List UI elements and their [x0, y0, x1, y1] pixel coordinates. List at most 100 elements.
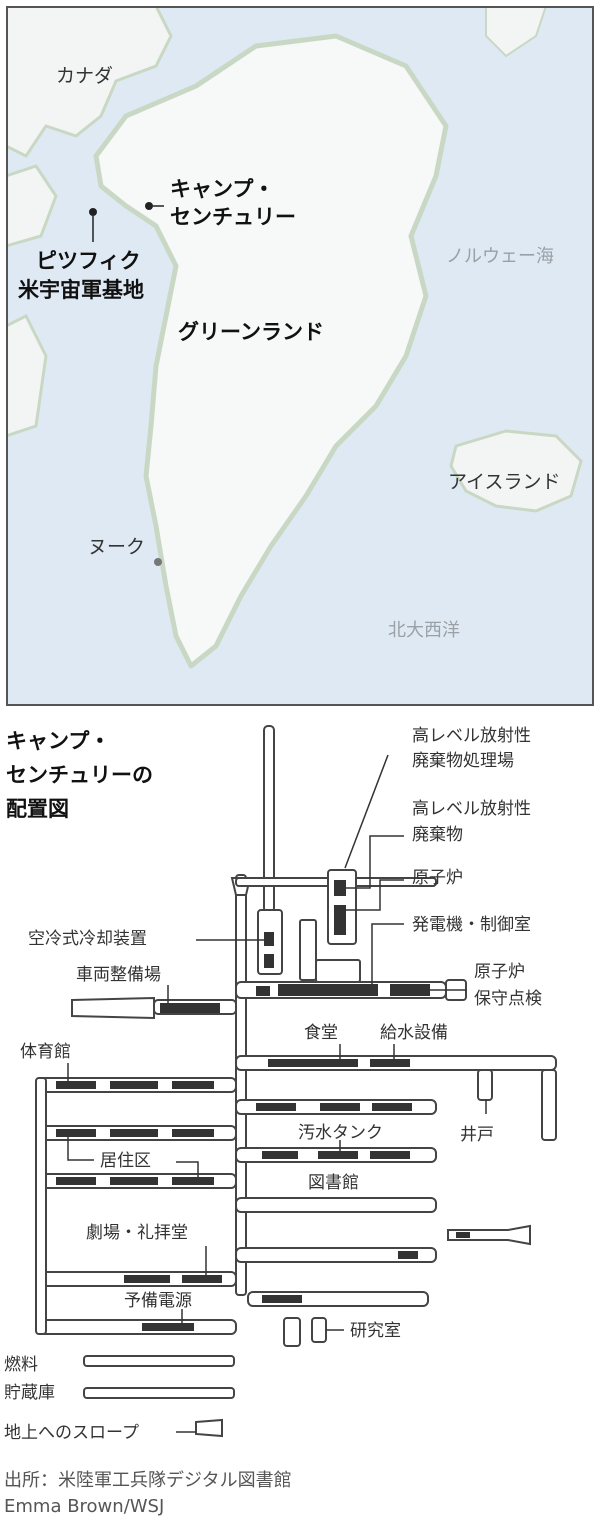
gym-unit-3 [172, 1081, 214, 1089]
living-quarters-unit-3 [172, 1129, 214, 1137]
living-quarters-unit-1 [56, 1129, 96, 1137]
corridor-6-unit [398, 1251, 418, 1259]
gym-unit-2 [110, 1081, 158, 1089]
sewage-tank-unit-1 [262, 1151, 298, 1159]
theater-chapel-unit-2 [182, 1275, 222, 1283]
baffin-coast [6, 313, 48, 438]
east-ramp-unit [456, 1232, 470, 1238]
hl-waste-unit [334, 880, 346, 896]
plan-title-line-2: センチュリーの [6, 763, 153, 787]
label-pituffik-2: 米宇宙軍基地 [18, 278, 144, 302]
corridor-6 [235, 1247, 437, 1263]
iceland-land [449, 429, 583, 513]
control-block [315, 959, 361, 983]
label-nuuk: ヌーク [88, 536, 145, 558]
leader-reactor [346, 879, 404, 911]
label-living-quarters: 居住区 [100, 1151, 151, 1171]
label-vehicle-maintenance: 車両整備場 [76, 965, 161, 985]
reactor-maintenance-unit [390, 984, 430, 996]
sewage-tank-unit-3 [370, 1151, 410, 1159]
label-hl-waste-1: 高レベル放射性 [412, 799, 531, 819]
source-note: 出所：米陸軍工兵隊デジタル図書館 [4, 1470, 292, 1491]
label-fuel-storage-1: 燃料 [4, 1355, 38, 1375]
label-iceland: アイスランド [448, 471, 560, 493]
label-reactor: 原子炉 [412, 868, 463, 888]
leader-living-quarters-2 [176, 1161, 199, 1177]
main-trunk-tunnel [235, 874, 247, 1296]
library-corridor [235, 1197, 437, 1213]
living-quarters-unit-5 [110, 1177, 158, 1185]
label-theater-chapel: 劇場・礼拝堂 [86, 1223, 188, 1243]
label-water-supply: 給水設備 [380, 1023, 448, 1043]
backup-power-corridor [39, 1319, 237, 1335]
greenland-land [93, 33, 449, 669]
label-backup-power: 予備電源 [124, 1291, 192, 1311]
canada-land [6, 6, 173, 158]
east-ramp [447, 1224, 531, 1246]
label-pituffik-1: ピツフィク [36, 249, 141, 273]
leader-lines [67, 754, 487, 1433]
vehicle-maintenance-unit [160, 1003, 220, 1013]
research-corridor-unit [262, 1295, 302, 1303]
air-cooling-unit-2 [264, 954, 274, 968]
label-greenland: グリーンランド [178, 320, 324, 344]
camp-century-layout: キャンプ・ センチュリーの 配置図 [0, 712, 600, 1472]
generator-block [299, 919, 317, 981]
greenland-map: カナダ キャンプ・ センチュリー ピツフィク 米宇宙軍基地 グリーンランド ノル… [6, 6, 594, 706]
label-generator-control: 発電機・制御室 [412, 915, 531, 935]
backup-power-unit [142, 1323, 194, 1331]
sewage-tank-unit-2 [318, 1151, 358, 1159]
west-vertical-tunnel [35, 1077, 47, 1335]
air-cooling-unit-1 [264, 932, 274, 946]
living-quarters-unit-2 [110, 1129, 158, 1137]
water-supply-unit [370, 1059, 410, 1067]
leader-generator-control [371, 923, 404, 984]
leader-hl-waste [346, 835, 404, 889]
label-gym: 体育館 [20, 1042, 71, 1062]
leader-living-quarters [67, 1137, 94, 1161]
living-quarters-unit-4 [56, 1177, 96, 1185]
label-reactor-maintenance-1: 原子炉 [474, 962, 525, 982]
well-shaft [477, 1069, 493, 1101]
label-research-lab: 研究室 [350, 1321, 401, 1341]
plan-title-line-3: 配置図 [6, 797, 69, 821]
generator-control-unit [278, 984, 378, 996]
research-building-1 [283, 1317, 301, 1347]
canada-island [6, 164, 58, 248]
fuel-storage-tunnel-2 [83, 1387, 235, 1399]
label-air-cooling: 空冷式冷却装置 [28, 929, 147, 949]
theater-chapel-unit-1 [124, 1275, 170, 1283]
corridor-3-unit-3 [372, 1103, 412, 1111]
map-frame [6, 6, 594, 706]
label-library: 図書館 [308, 1173, 359, 1193]
label-well: 井戸 [460, 1125, 494, 1145]
gym-unit-1 [56, 1081, 96, 1089]
label-sewage-tank: 汚水タンク [298, 1123, 383, 1143]
camp-century-marker [145, 202, 153, 210]
svalbard-land [485, 6, 548, 58]
plan-title-line-1: キャンプ・ [6, 729, 110, 753]
credit-note: Emma Brown/WSJ [4, 1496, 165, 1517]
label-ramp: 地上へのスロープ [4, 1423, 139, 1443]
label-hl-waste-disposal-2: 廃棄物処理場 [412, 751, 514, 771]
label-reactor-maintenance-2: 保守点検 [474, 989, 542, 1009]
nuuk-marker [154, 558, 162, 566]
living-quarters-unit-6 [172, 1177, 214, 1185]
buildings [56, 880, 470, 1331]
pituffik-marker [89, 208, 97, 216]
label-canada: カナダ [56, 65, 113, 87]
camp-century-layout-svg: キャンプ・ センチュリーの 配置図 [4, 725, 557, 1443]
label-camp-century-2: センチュリー [170, 205, 296, 229]
leader-hl-waste-disposal [344, 754, 389, 869]
label-north-atlantic: 北大西洋 [388, 620, 460, 641]
surface-ramp [195, 1418, 223, 1438]
corridor-3-unit-2 [320, 1103, 360, 1111]
label-camp-century-1: キャンプ・ [170, 177, 274, 201]
label-dining: 食堂 [304, 1023, 338, 1043]
fuel-storage-tunnel-1 [83, 1355, 235, 1367]
reactor-unit [334, 905, 346, 935]
research-building-2 [311, 1317, 327, 1343]
label-norwegian-sea: ノルウェー海 [446, 246, 554, 267]
greenland-map-svg: カナダ キャンプ・ センチュリー ピツフィク 米宇宙軍基地 グリーンランド ノル… [6, 6, 594, 706]
well-shaft-2 [541, 1069, 557, 1141]
